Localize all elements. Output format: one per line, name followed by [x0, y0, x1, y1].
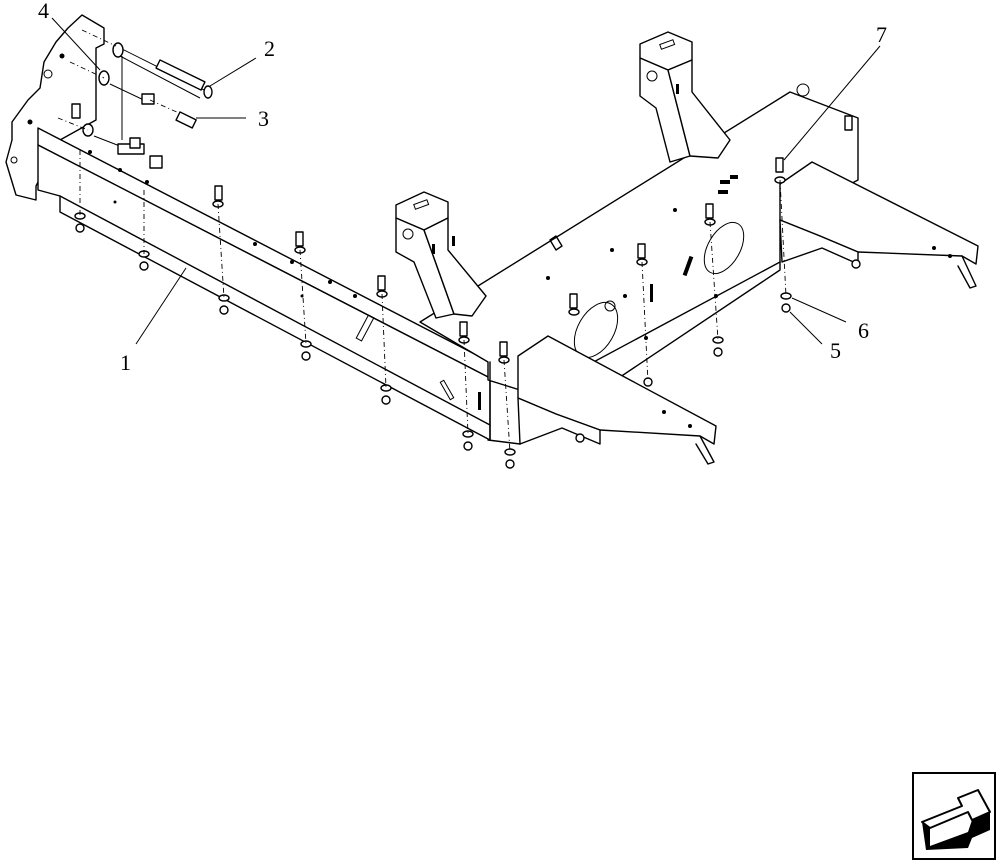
callout-labels: 1 2 3 4 5 6 7	[38, 0, 887, 375]
left-mounting-bracket	[5, 14, 105, 201]
callout-4: 4	[38, 0, 49, 23]
callout-2: 2	[264, 36, 275, 61]
callout-3: 3	[258, 106, 269, 131]
previous-page-arrow-icon[interactable]	[912, 772, 996, 860]
leader-lines	[51, 17, 881, 345]
right-support-arm	[779, 161, 979, 289]
front-upright-post	[395, 191, 487, 319]
callout-7: 7	[876, 22, 887, 47]
rear-upright-post	[639, 31, 731, 163]
bolts-and-nuts	[74, 115, 861, 469]
callout-5: 5	[830, 338, 841, 363]
callout-6: 6	[858, 318, 869, 343]
main-base-plate	[419, 83, 859, 445]
center-support-arm	[517, 335, 717, 465]
upper-bolts-group	[57, 29, 213, 169]
callout-1: 1	[120, 350, 131, 375]
